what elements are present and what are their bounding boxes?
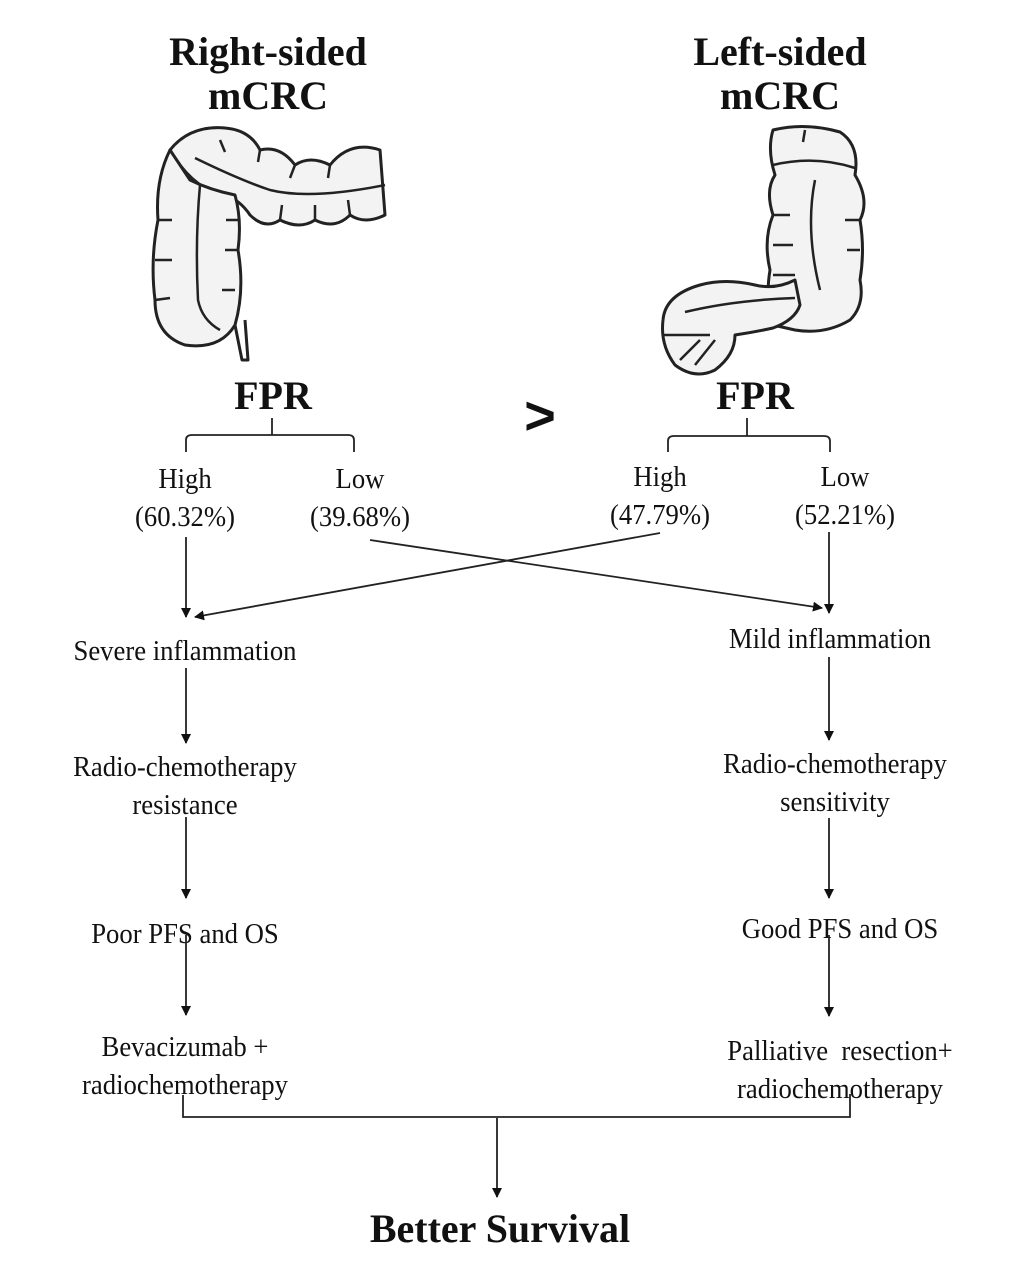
left-fpr-label: FPR	[716, 373, 794, 418]
mild-inflammation: Mild inflammation	[728, 623, 932, 655]
left-fpr-bracket	[667, 418, 831, 452]
better-survival-outcome: Better Survival	[369, 1206, 631, 1251]
palliative-line1: Palliative resection+	[727, 1035, 953, 1067]
right-fpr-label: FPR	[234, 373, 312, 418]
bevacizumab-treatment: Bevacizumab + radiochemotherapy	[33, 1028, 337, 1104]
right-sided-title-line1: Right-sided	[169, 29, 367, 74]
poor-pfs-os: Poor PFS and OS	[91, 918, 279, 950]
greater-than-symbol: >	[524, 386, 556, 446]
right-low-group: Low (39.68%)	[291, 460, 429, 536]
right-colon-icon	[151, 126, 387, 362]
bevacizumab-line1: Bevacizumab +	[101, 1031, 269, 1063]
right-sided-title: Right-sided mCRC	[118, 30, 418, 118]
bottom-join-bracket	[182, 1094, 851, 1118]
right-low-label: Low	[335, 463, 385, 495]
left-high-pct: (47.79%)	[609, 499, 711, 531]
right-fpr-bracket	[185, 418, 355, 452]
left-sided-title: Left-sided mCRC	[630, 30, 930, 118]
radiochemotherapy-line2: radiochemotherapy	[82, 1069, 288, 1101]
severe-inflammation: Severe inflammation	[73, 635, 297, 667]
arrow-left-high-to-severe	[194, 532, 661, 621]
good-pfs-os: Good PFS and OS	[741, 913, 939, 945]
left-sided-title-line2: mCRC	[720, 73, 840, 118]
radio-chemo-line1: Radio-chemotherapy	[73, 751, 297, 783]
left-high-label: High	[633, 461, 687, 493]
radiochemotherapy-line2-right: radiochemotherapy	[737, 1073, 943, 1105]
radio-chemo-line1-right: Radio-chemotherapy	[723, 748, 947, 780]
radio-chemo-sensitivity: Radio-chemotherapy sensitivity	[683, 745, 987, 821]
palliative-resection-treatment: Palliative resection+ radiochemotherapy	[688, 1032, 992, 1108]
left-low-label: Low	[820, 461, 870, 493]
right-sided-title-line2: mCRC	[208, 73, 328, 118]
right-high-label: High	[158, 463, 212, 495]
left-sided-title-line1: Left-sided	[693, 29, 867, 74]
left-low-pct: (52.21%)	[794, 499, 896, 531]
sensitivity-line2: sensitivity	[780, 786, 890, 818]
resistance-line2: resistance	[132, 789, 238, 821]
arrow-right-low-to-mild	[369, 539, 823, 612]
left-high-group: High (47.79%)	[591, 458, 729, 534]
left-colon-icon	[661, 124, 866, 376]
right-high-pct: (60.32%)	[134, 501, 236, 533]
left-low-group: Low (52.21%)	[776, 458, 914, 534]
right-low-pct: (39.68%)	[309, 501, 411, 533]
radio-chemo-resistance: Radio-chemotherapy resistance	[33, 748, 337, 824]
right-high-group: High (60.32%)	[116, 460, 254, 536]
